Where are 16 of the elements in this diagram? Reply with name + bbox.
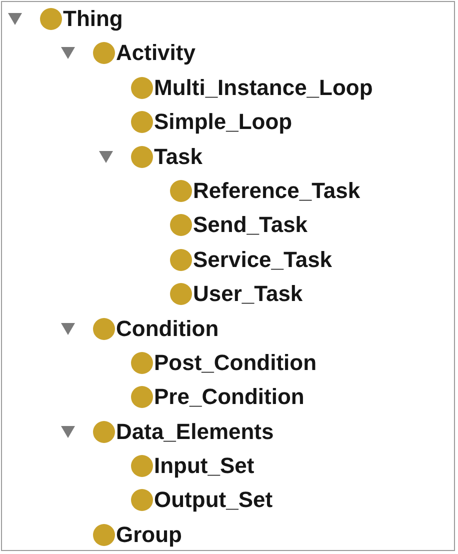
class-name: Pre_Condition: [154, 383, 304, 412]
class-name: Thing: [63, 5, 123, 33]
class-name: Service_Task: [193, 246, 332, 274]
class-name: Condition: [116, 314, 219, 343]
class-name: Send_Task: [193, 211, 308, 240]
class-name: User_Task: [193, 280, 303, 308]
class-name: Group: [116, 520, 182, 549]
class-name: Multi_Instance_Loop: [154, 74, 373, 102]
class-name: Input_Set: [154, 452, 254, 480]
class-name: Reference_Task: [193, 176, 360, 205]
class-name: Activity: [116, 39, 196, 68]
class-name: Output_Set: [154, 486, 273, 514]
class-name: Task: [154, 142, 203, 171]
class-name: Data_Elements: [116, 418, 274, 446]
class-name: Simple_Loop: [154, 108, 292, 136]
class-name: Post_Condition: [154, 348, 317, 377]
